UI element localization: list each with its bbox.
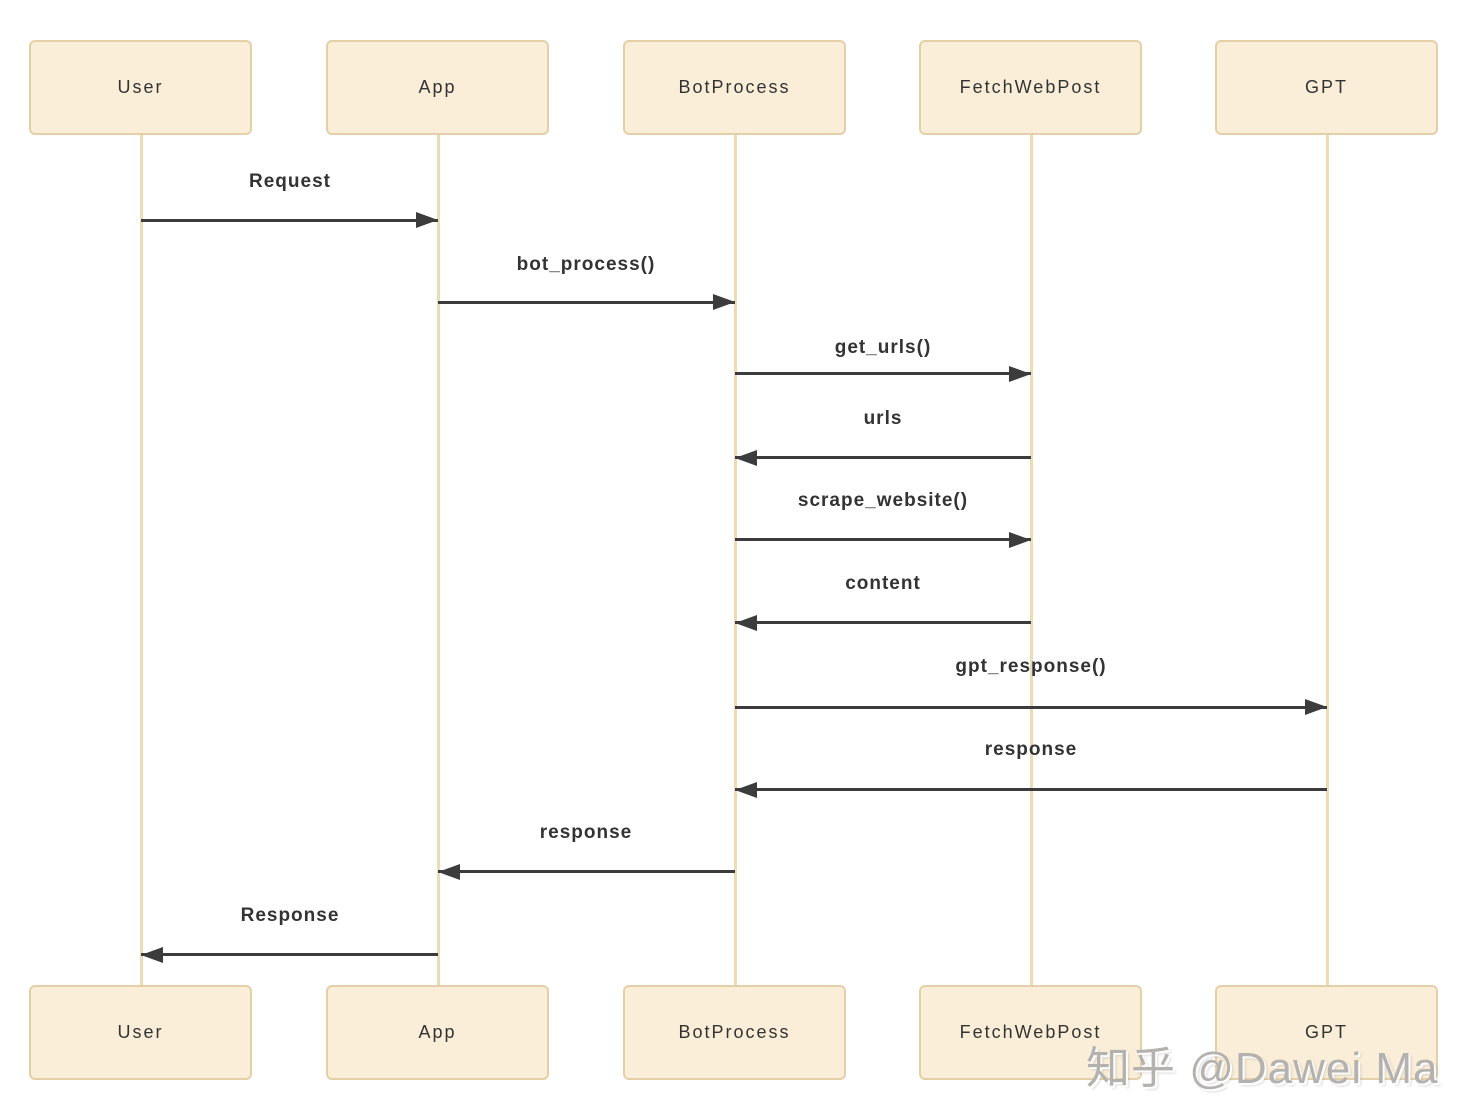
arrowhead-left-icon: [735, 449, 757, 466]
lifeline-user: [139, 134, 143, 987]
lifeline-fetchwebpost: [1029, 134, 1033, 987]
actor-label-gpt-top: GPT: [1304, 77, 1348, 97]
arrowhead-right-icon: [1009, 365, 1031, 382]
arrowhead-right-icon: [713, 294, 735, 310]
arrow-bot-process: [438, 294, 735, 310]
arrowhead-right-icon: [1305, 699, 1327, 715]
actor-label-botprocess-top: BotProcess: [678, 77, 791, 97]
arrow-urls: [735, 449, 1031, 466]
arrowhead-left-icon: [141, 946, 163, 963]
label-get-urls: get_urls(): [834, 337, 932, 358]
actor-box-botprocess-bottom: BotProcess: [623, 985, 846, 1080]
actor-box-user-bottom: User: [29, 985, 252, 1080]
label-response-user: Response: [240, 905, 340, 926]
arrowhead-left-icon: [735, 614, 757, 631]
label-urls: urls: [863, 408, 903, 429]
actor-label-fetchwebpost-bottom: FetchWebPost: [959, 1022, 1102, 1042]
actor-label-fetchwebpost-top: FetchWebPost: [959, 77, 1102, 97]
arrowhead-left-icon: [735, 781, 757, 798]
label-bot-process: bot_process(): [516, 254, 656, 275]
actor-label-user-top: User: [117, 77, 164, 97]
label-content: content: [845, 573, 921, 594]
arrow-gpt-response: [735, 699, 1327, 715]
label-response-app: response: [539, 822, 633, 843]
actor-box-gpt-bottom: GPT: [1215, 985, 1438, 1080]
actor-box-gpt-top: GPT: [1215, 40, 1438, 135]
arrow-response-app: [438, 863, 735, 880]
actor-label-user-bottom: User: [117, 1022, 164, 1042]
label-gpt-response: gpt_response(): [955, 656, 1107, 677]
label-request: Request: [249, 171, 331, 192]
actor-box-app-bottom: App: [326, 985, 549, 1080]
label-scrape-website: scrape_website(): [797, 490, 969, 511]
actor-box-fetchwebpost-bottom: FetchWebPost: [919, 985, 1142, 1080]
arrow-request: [141, 212, 438, 228]
actor-box-app-top: App: [326, 40, 549, 135]
lifeline-app: [436, 134, 440, 987]
lifeline-botprocess: [733, 134, 737, 987]
arrow-content: [735, 614, 1031, 631]
arrow-get-urls: [735, 365, 1031, 382]
arrowhead-left-icon: [438, 863, 460, 880]
actor-box-user-top: User: [29, 40, 252, 135]
watermark: 知乎 @Dawei Ma: [1086, 1044, 1439, 1093]
actor-label-app-bottom: App: [418, 1022, 457, 1042]
label-response-gpt: response: [984, 739, 1078, 760]
actor-label-app-top: App: [418, 77, 457, 97]
actor-box-botprocess-top: BotProcess: [623, 40, 846, 135]
actor-label-botprocess-bottom: BotProcess: [678, 1022, 791, 1042]
lifeline-gpt: [1325, 134, 1329, 987]
actor-label-gpt-bottom: GPT: [1304, 1022, 1348, 1042]
actor-box-fetchwebpost-top: FetchWebPost: [919, 40, 1142, 135]
arrowhead-right-icon: [1009, 531, 1031, 548]
arrow-scrape-website: [735, 531, 1031, 548]
arrow-response-user: [141, 946, 438, 963]
arrowhead-right-icon: [416, 212, 438, 228]
arrow-response-gpt: [735, 781, 1327, 798]
